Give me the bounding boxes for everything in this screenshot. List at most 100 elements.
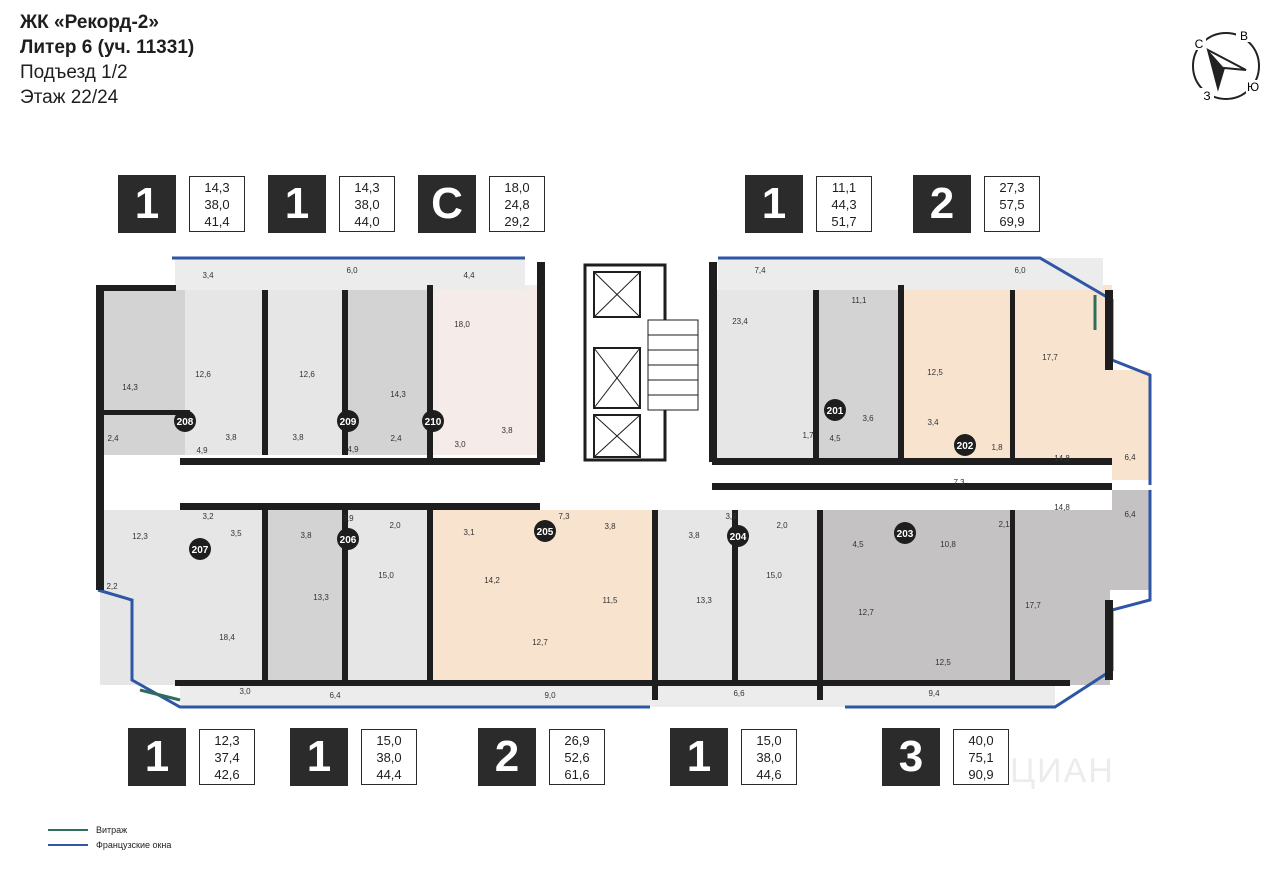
badge-rooms: 1 bbox=[670, 728, 728, 786]
area-label: 1,7 bbox=[802, 431, 814, 440]
compass-e: В bbox=[1240, 29, 1248, 43]
legend-swatch-blue bbox=[48, 844, 88, 846]
area-label: 14,8 bbox=[1054, 503, 1070, 512]
badge-rooms: 1 bbox=[118, 175, 176, 233]
area-label: 6,0 bbox=[346, 266, 358, 275]
area-label: 15,0 bbox=[766, 571, 782, 580]
project-title: ЖК «Рекорд-2» bbox=[20, 12, 159, 33]
watermark: ЦИАН bbox=[1010, 752, 1115, 790]
area-label: 14,8 bbox=[1054, 454, 1070, 463]
apt-206: 206 bbox=[340, 535, 357, 546]
apt-207: 207 bbox=[192, 545, 209, 556]
apt-205: 205 bbox=[537, 527, 554, 538]
area-label: 4,4 bbox=[463, 271, 475, 280]
badge-total: 44,3 bbox=[831, 197, 857, 212]
badge-living: 11,1 bbox=[831, 180, 857, 195]
badge-gross: 29,2 bbox=[504, 214, 530, 229]
apartment-markers: 201 202 203 204 205 206 207 208 209 210 bbox=[174, 399, 976, 560]
area-label: 2,1 bbox=[998, 520, 1010, 529]
badge-total: 52,6 bbox=[564, 750, 590, 765]
area-label: 12,7 bbox=[532, 638, 548, 647]
area-label: 3,8 bbox=[300, 531, 312, 540]
badge-living: 15,0 bbox=[756, 733, 782, 748]
badge-living: 14,3 bbox=[204, 180, 230, 195]
badge-values: 15,0 38,0 44,4 bbox=[361, 729, 417, 785]
area-label: 2,4 bbox=[390, 434, 402, 443]
badge-gross: 51,7 bbox=[831, 214, 857, 229]
badge-living: 18,0 bbox=[504, 180, 530, 195]
area-label: 3,0 bbox=[454, 440, 466, 449]
badge-living: 27,3 bbox=[999, 180, 1025, 195]
area-label: 9,4 bbox=[928, 689, 940, 698]
area-label: 17,7 bbox=[1025, 601, 1041, 610]
area-label: 7,3 bbox=[953, 478, 965, 487]
area-label: 2,4 bbox=[107, 434, 119, 443]
stair-core bbox=[583, 263, 699, 462]
legend-swatch-green bbox=[48, 829, 88, 831]
badge-total: 38,0 bbox=[376, 750, 402, 765]
area-label: 15,0 bbox=[378, 571, 394, 580]
badge-living: 14,3 bbox=[354, 180, 380, 195]
badge-gross: 42,6 bbox=[214, 767, 240, 782]
badge-gross: 44,6 bbox=[756, 767, 782, 782]
badge-values: 15,0 38,0 44,6 bbox=[741, 729, 797, 785]
apt-210: 210 bbox=[425, 417, 442, 428]
area-label: 3,8 bbox=[604, 522, 616, 531]
room-fills bbox=[100, 258, 1150, 707]
badge-rooms: С bbox=[418, 175, 476, 233]
badge-bottom-3: 2 26,9 52,6 61,6 bbox=[478, 728, 605, 786]
area-label: 13,3 bbox=[313, 593, 329, 602]
area-label: 17,7 bbox=[1042, 353, 1058, 362]
apt-209: 209 bbox=[340, 417, 357, 428]
area-label: 2,2 bbox=[106, 582, 118, 591]
area-label: 3,8 bbox=[292, 433, 304, 442]
area-label: 6,4 bbox=[1124, 453, 1136, 462]
badge-total: 38,0 bbox=[354, 197, 380, 212]
apt-204: 204 bbox=[730, 532, 747, 543]
area-label: 13,3 bbox=[696, 596, 712, 605]
apt-201: 201 bbox=[827, 406, 844, 417]
legend-label: Витраж bbox=[96, 825, 128, 835]
area-label: 4,5 bbox=[852, 540, 864, 549]
badge-living: 26,9 bbox=[564, 733, 590, 748]
area-label: 12,5 bbox=[927, 368, 943, 377]
badge-gross: 61,6 bbox=[564, 767, 590, 782]
area-label: 3,4 bbox=[927, 418, 939, 427]
badge-total: 38,0 bbox=[756, 750, 782, 765]
area-label: 6,6 bbox=[733, 689, 745, 698]
legend-item: Французские окна bbox=[48, 840, 171, 850]
badge-rooms: 1 bbox=[128, 728, 186, 786]
room-areas: 3,4 6,0 4,4 7,4 6,0 11,1 14,3 12,6 12,6 … bbox=[106, 266, 1136, 700]
legend-label: Французские окна bbox=[96, 840, 172, 850]
area-label: 18,4 bbox=[219, 633, 235, 642]
area-label: 12,5 bbox=[935, 658, 951, 667]
floor-label: Этаж 22/24 bbox=[20, 87, 119, 108]
area-label: 1,8 bbox=[991, 443, 1003, 452]
badge-gross: 69,9 bbox=[999, 214, 1025, 229]
area-label: 4,5 bbox=[829, 434, 841, 443]
area-label: 2,0 bbox=[389, 521, 401, 530]
area-label: 3,6 bbox=[862, 414, 874, 423]
badge-total: 57,5 bbox=[999, 197, 1025, 212]
badge-rooms: 1 bbox=[268, 175, 326, 233]
badge-rooms: 2 bbox=[478, 728, 536, 786]
compass-n: С bbox=[1195, 37, 1204, 51]
badge-gross: 44,4 bbox=[376, 767, 402, 782]
compass-w: З bbox=[1203, 89, 1210, 103]
area-label: 14,3 bbox=[390, 390, 406, 399]
area-label: 4,9 bbox=[196, 446, 208, 455]
walls bbox=[96, 262, 1113, 700]
badge-living: 15,0 bbox=[376, 733, 402, 748]
header: ЖК «Рекорд-2» Литер 6 (уч. 11331) Подъез… bbox=[20, 10, 194, 110]
area-label: 11,5 bbox=[603, 596, 619, 605]
